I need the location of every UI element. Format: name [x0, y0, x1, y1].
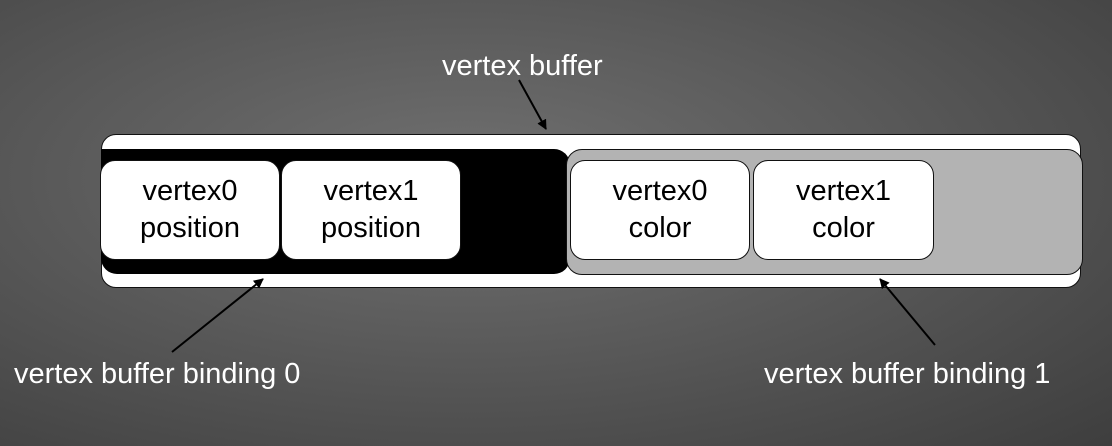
cell-line-1: vertex1 [795, 175, 892, 207]
cell-line-1: vertex0 [142, 175, 238, 207]
vertex0-position-cell: vertex0 position [100, 160, 280, 260]
cell-line-2: color [628, 212, 692, 244]
vertex-buffer-arrow [518, 79, 547, 130]
vertex-buffer-label: vertex buffer [442, 50, 603, 82]
cell-line-2: color [812, 212, 875, 244]
vertex0-color-cell: vertex0 color [570, 160, 750, 260]
cell-line-1: vertex1 [323, 175, 419, 207]
vertex1-position-cell: vertex1 position [281, 160, 461, 260]
cell-line-2: position [321, 212, 421, 244]
cell-line-1: vertex0 [612, 175, 708, 207]
binding-1-arrow [879, 278, 936, 346]
binding-0-label: vertex buffer binding 0 [14, 358, 301, 390]
vertex1-color-cell: vertex1 color [753, 160, 934, 260]
binding-1-label: vertex buffer binding 1 [764, 358, 1051, 390]
binding-0-arrow [171, 278, 264, 353]
cell-line-2: position [140, 212, 240, 244]
